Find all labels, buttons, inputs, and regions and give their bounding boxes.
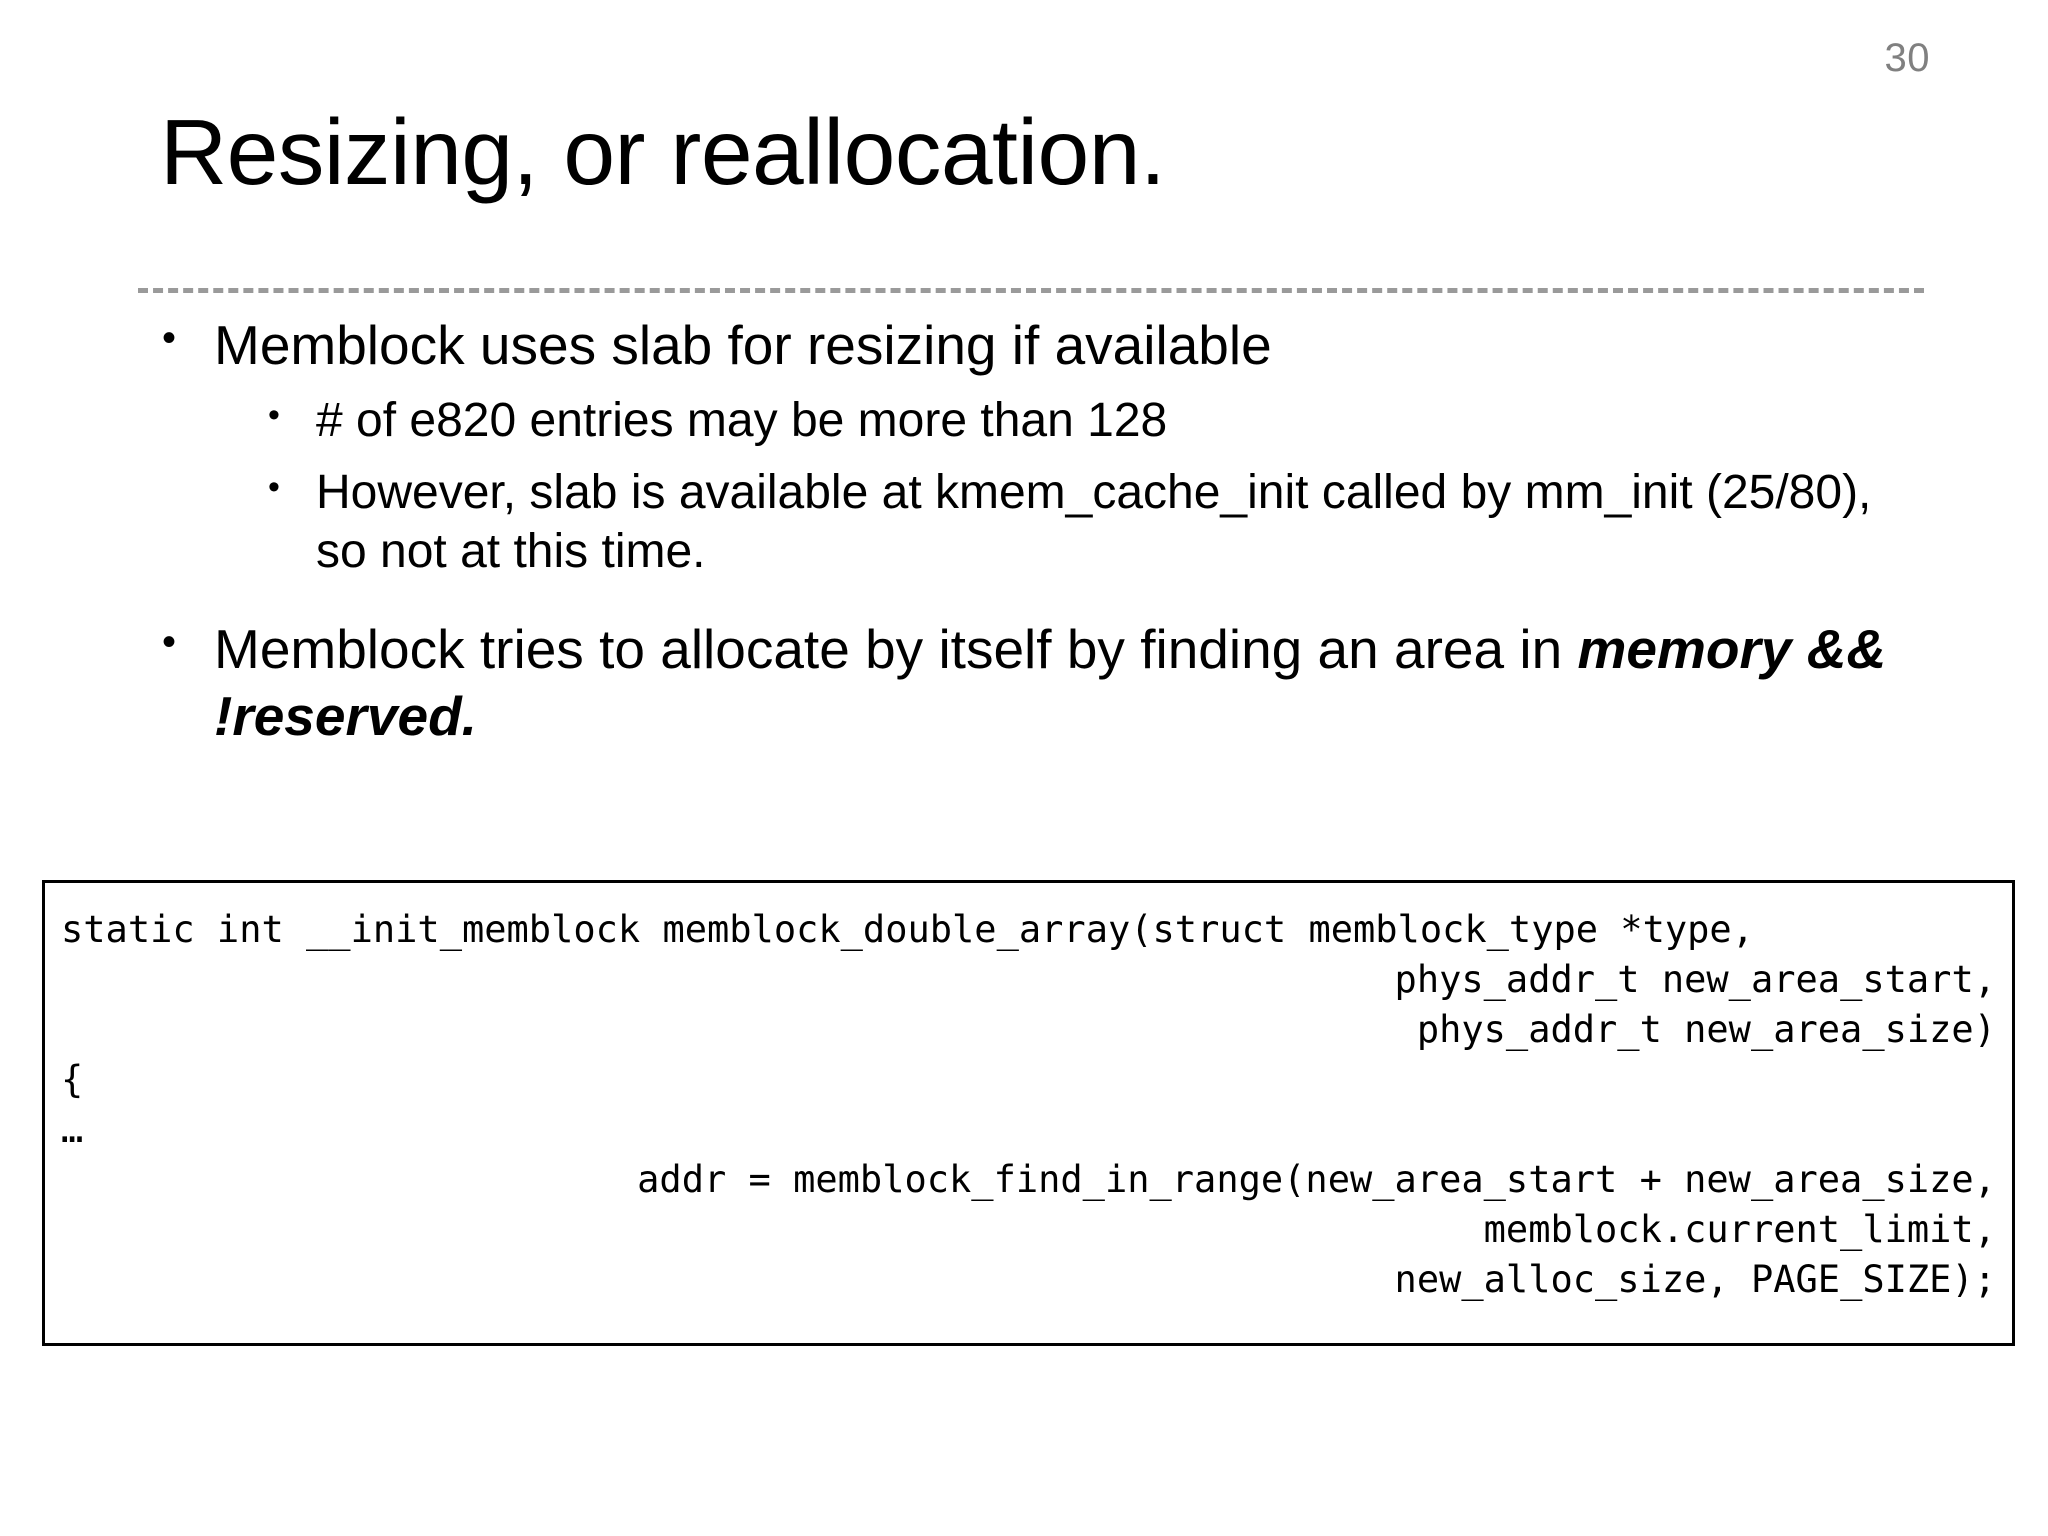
bullet-marker-icon: • xyxy=(268,467,280,506)
code-line: new_alloc_size, PAGE_SIZE); xyxy=(1394,1258,1996,1301)
bullet-marker-icon: • xyxy=(268,396,280,435)
title-divider xyxy=(138,288,1924,293)
spacer xyxy=(0,379,2048,391)
code-line: … xyxy=(61,1108,84,1151)
bullet-marker-icon: • xyxy=(162,316,177,360)
list-item-label: However, slab is available at kmem_cache… xyxy=(316,465,1872,579)
code-line: static int __init_memblock memblock_doub… xyxy=(61,908,1754,951)
list-item-label: Memblock tries to allocate by itself by … xyxy=(214,616,1902,750)
list-item-label: Memblock uses slab for resizing if avail… xyxy=(214,314,1272,376)
list-item: • # of e820 entries may be more than 128 xyxy=(268,391,1908,451)
code-line: memblock.current_limit, xyxy=(1483,1208,1996,1251)
list-item: • Memblock uses slab for resizing if ava… xyxy=(162,312,1902,379)
spacer xyxy=(0,451,2048,463)
list-item-text-emphasis: memory && !reserved. xyxy=(214,617,1887,747)
list-item: • Memblock tries to allocate by itself b… xyxy=(162,616,1902,750)
bullet-list: • Memblock uses slab for resizing if ava… xyxy=(0,312,2048,750)
list-item-label: # of e820 entries may be more than 128 xyxy=(316,394,1168,448)
code-line: addr = memblock_find_in_range(new_area_s… xyxy=(637,1158,1996,1201)
spacer xyxy=(0,582,2048,616)
page-number: 30 xyxy=(1884,36,1930,80)
code-block: static int __init_memblock memblock_doub… xyxy=(42,880,2015,1346)
page-title: Resizing, or reallocation. xyxy=(160,100,1166,204)
code-line: phys_addr_t new_area_start, xyxy=(1394,958,1996,1001)
list-item-text-plain: Memblock tries to allocate by itself by … xyxy=(214,617,1578,680)
list-item: • However, slab is available at kmem_cac… xyxy=(268,463,1908,582)
code-line: phys_addr_t new_area_size) xyxy=(1416,1008,1996,1051)
code-line: { xyxy=(61,1058,84,1101)
bullet-marker-icon: • xyxy=(162,619,177,664)
